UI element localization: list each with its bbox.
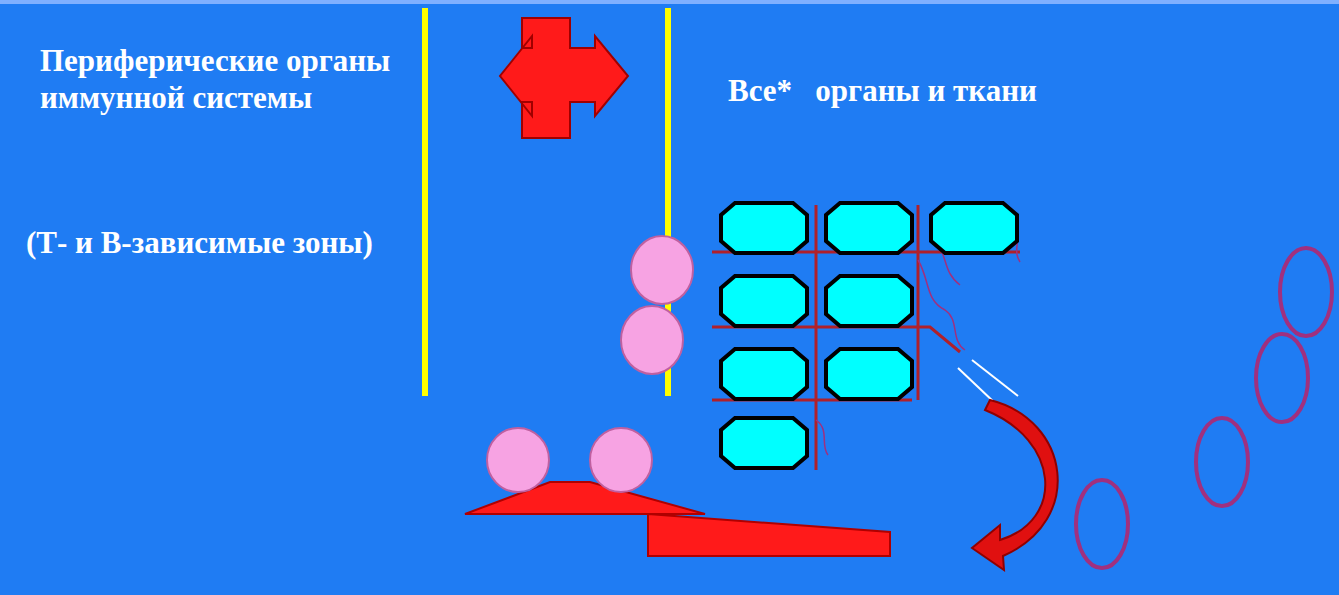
microbes [1076, 248, 1332, 568]
caption-label: (Т- и В-зависимые зоны) [26, 224, 386, 261]
tissue-cells [721, 203, 1017, 468]
caption-label: Периферические органы иммунной системы [40, 42, 400, 116]
caption-label: Все* органы и ткани [728, 72, 1288, 109]
fine-vessels [816, 222, 1020, 455]
return-arrow [465, 482, 890, 556]
curved-arrow [972, 400, 1058, 570]
white-marks [958, 360, 1018, 404]
double-arrow [500, 18, 628, 138]
barrier-line [422, 8, 428, 396]
top-edge [0, 0, 1339, 4]
lymphocytes [487, 236, 693, 492]
